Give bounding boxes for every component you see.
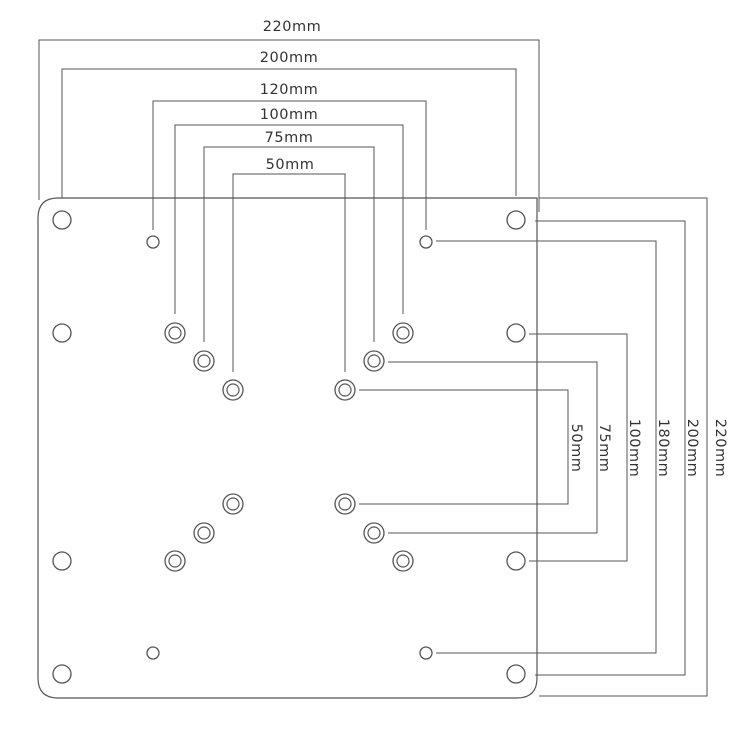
- dim-line-220: [38, 39, 540, 212]
- dim-line-75: [203, 146, 375, 342]
- dim-line-v180: [436, 240, 657, 654]
- dim-line-v100: [529, 333, 628, 562]
- hole-100-bottom-right: [392, 550, 414, 572]
- hole-75-top-right: [363, 350, 385, 372]
- dim-line-v220: [539, 197, 708, 697]
- horizontal-labels: 220mm 200mm 120mm 100mm 75mm 50mm: [260, 19, 321, 173]
- dim-line-200: [61, 68, 517, 198]
- mounting-plate: [37, 197, 538, 699]
- hole-100-bottom-left: [164, 550, 186, 572]
- dim-line-50: [232, 173, 346, 372]
- dim-line-v50: [359, 389, 569, 505]
- hole-50-bottom-right: [334, 493, 356, 515]
- dim-line-v75: [388, 361, 598, 534]
- hole-100-top-right: [392, 322, 414, 344]
- label-200mm: 200mm: [260, 50, 318, 66]
- hole-side-upper-right: [506, 323, 526, 343]
- hole-50-top-left: [222, 379, 244, 401]
- hole-75-top-left: [193, 350, 215, 372]
- label-v50mm: 50mm: [568, 424, 584, 473]
- hole-200-top-right: [506, 210, 526, 230]
- label-100mm: 100mm: [260, 107, 318, 123]
- dim-line-100: [174, 124, 404, 314]
- hole-side-lower-right: [506, 551, 526, 571]
- label-v75mm: 75mm: [596, 424, 612, 473]
- label-50mm: 50mm: [266, 157, 315, 173]
- hole-120-top-right: [419, 235, 433, 249]
- label-v180mm: 180mm: [655, 419, 671, 477]
- horizontal-dimension-lines: [38, 39, 540, 372]
- hole-50-top-right: [334, 379, 356, 401]
- hole-100-top-left: [164, 322, 186, 344]
- dim-line-120: [152, 100, 427, 230]
- hole-120-bottom-right: [419, 646, 433, 660]
- hole-75-bottom-left: [193, 522, 215, 544]
- vertical-dimension-lines: [359, 197, 708, 697]
- label-220mm: 220mm: [263, 19, 321, 35]
- hole-200-bottom-left: [52, 664, 72, 684]
- label-75mm: 75mm: [265, 130, 314, 146]
- hole-side-upper-left: [52, 323, 72, 343]
- vertical-labels: 50mm 75mm 100mm 180mm 200mm 220mm: [568, 419, 728, 477]
- dim-line-v200: [535, 220, 686, 676]
- label-v100mm: 100mm: [626, 419, 642, 477]
- hole-side-lower-left: [52, 551, 72, 571]
- hole-200-bottom-right: [506, 664, 526, 684]
- label-120mm: 120mm: [260, 82, 318, 98]
- label-v200mm: 200mm: [684, 419, 700, 477]
- hole-75-bottom-right: [363, 522, 385, 544]
- hole-120-top-left: [146, 235, 160, 249]
- label-v220mm: 220mm: [712, 419, 728, 477]
- hole-50-bottom-left: [222, 493, 244, 515]
- mounting-holes: [52, 210, 526, 684]
- hole-120-bottom-left: [146, 646, 160, 660]
- hole-200-top-left: [52, 210, 72, 230]
